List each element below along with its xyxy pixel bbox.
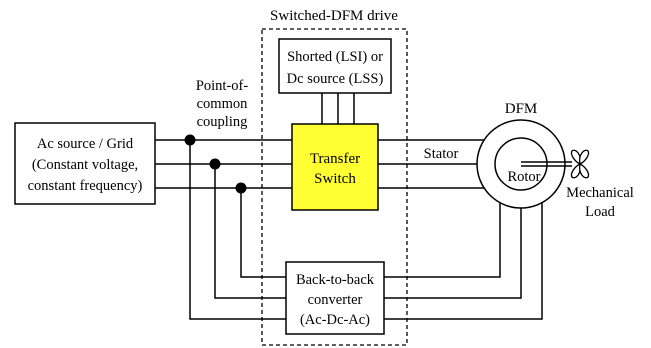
shorted-dc-box bbox=[278, 38, 392, 94]
ac-source-line1: Ac source / Grid bbox=[37, 136, 134, 152]
shorted-dc-line2: Dc source (LSS) bbox=[287, 71, 384, 87]
rotor-label: Rotor bbox=[507, 169, 540, 185]
pcc-drop-b bbox=[214, 164, 286, 299]
drive-title: Switched-DFM drive bbox=[270, 8, 398, 24]
drive-boundary bbox=[261, 28, 408, 346]
pcc-label-line3: coupling bbox=[197, 114, 248, 130]
converter-line3: (Ac-Dc-Ac) bbox=[300, 312, 370, 328]
converter-line1: Back-to-back bbox=[296, 272, 375, 288]
rotor-line-a bbox=[384, 178, 501, 278]
stator-label: Stator bbox=[424, 146, 459, 162]
ac-source-line2: (Constant voltage, bbox=[32, 157, 138, 173]
dfm-rotor-circle bbox=[494, 137, 548, 191]
shorted-dc-line1: Shorted (LSI) or bbox=[287, 49, 383, 65]
dfm-label: DFM bbox=[505, 101, 538, 117]
pcc-label-line1: Point-of- bbox=[196, 78, 249, 94]
converter-box bbox=[285, 261, 385, 335]
pcc-label-line2: common bbox=[197, 96, 248, 112]
ac-source-line3: constant frequency) bbox=[28, 178, 143, 194]
transfer-switch-line2: Switch bbox=[314, 171, 356, 187]
rotor-line-c bbox=[384, 178, 543, 320]
fan-icon bbox=[570, 149, 590, 179]
rotor-line-b bbox=[384, 190, 522, 299]
converter-line2: converter bbox=[308, 292, 363, 308]
pcc-drop-c bbox=[240, 188, 286, 278]
load-label-line1: Mechanical bbox=[566, 185, 634, 201]
transfer-switch-box bbox=[291, 123, 379, 211]
transfer-switch-line1: Transfer bbox=[310, 151, 360, 167]
pcc-drop-a bbox=[189, 140, 286, 320]
ac-source-box bbox=[14, 122, 156, 205]
load-label-line2: Load bbox=[585, 204, 616, 220]
